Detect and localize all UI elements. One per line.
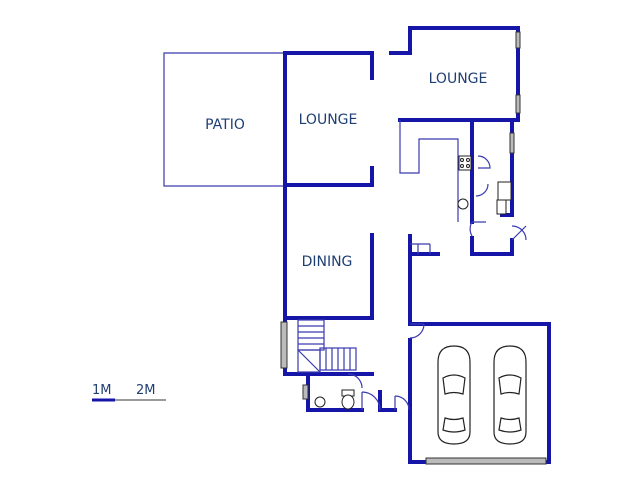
room-label-lounge-upper: LOUNGE: [429, 71, 488, 87]
room-label-patio: PATIO: [205, 117, 245, 133]
appliance-icon: [496, 199, 507, 215]
basin-icon: [314, 396, 326, 408]
car-icon: [437, 345, 471, 445]
sink-icon: [457, 198, 469, 210]
scale-label-1m: 1M: [92, 383, 112, 398]
patio-area: [163, 52, 285, 187]
window: [515, 94, 521, 114]
stove-icon: [497, 181, 512, 201]
room-label-dining: DINING: [302, 254, 353, 270]
scale-bar: 1M 2M: [92, 383, 166, 402]
scale-label-2m: 2M: [136, 383, 156, 398]
kitchen-counter: [399, 120, 459, 254]
garage-door: [425, 457, 547, 465]
window: [280, 321, 288, 369]
windows: [280, 31, 547, 465]
staircase: [297, 319, 357, 373]
car-icon: [493, 345, 527, 445]
window: [509, 132, 515, 154]
window: [515, 31, 521, 49]
room-label-lounge: LOUNGE: [299, 112, 358, 128]
fixtures: [314, 155, 512, 410]
stove-icon: [458, 155, 472, 171]
window: [302, 384, 309, 400]
doors: [347, 155, 527, 411]
